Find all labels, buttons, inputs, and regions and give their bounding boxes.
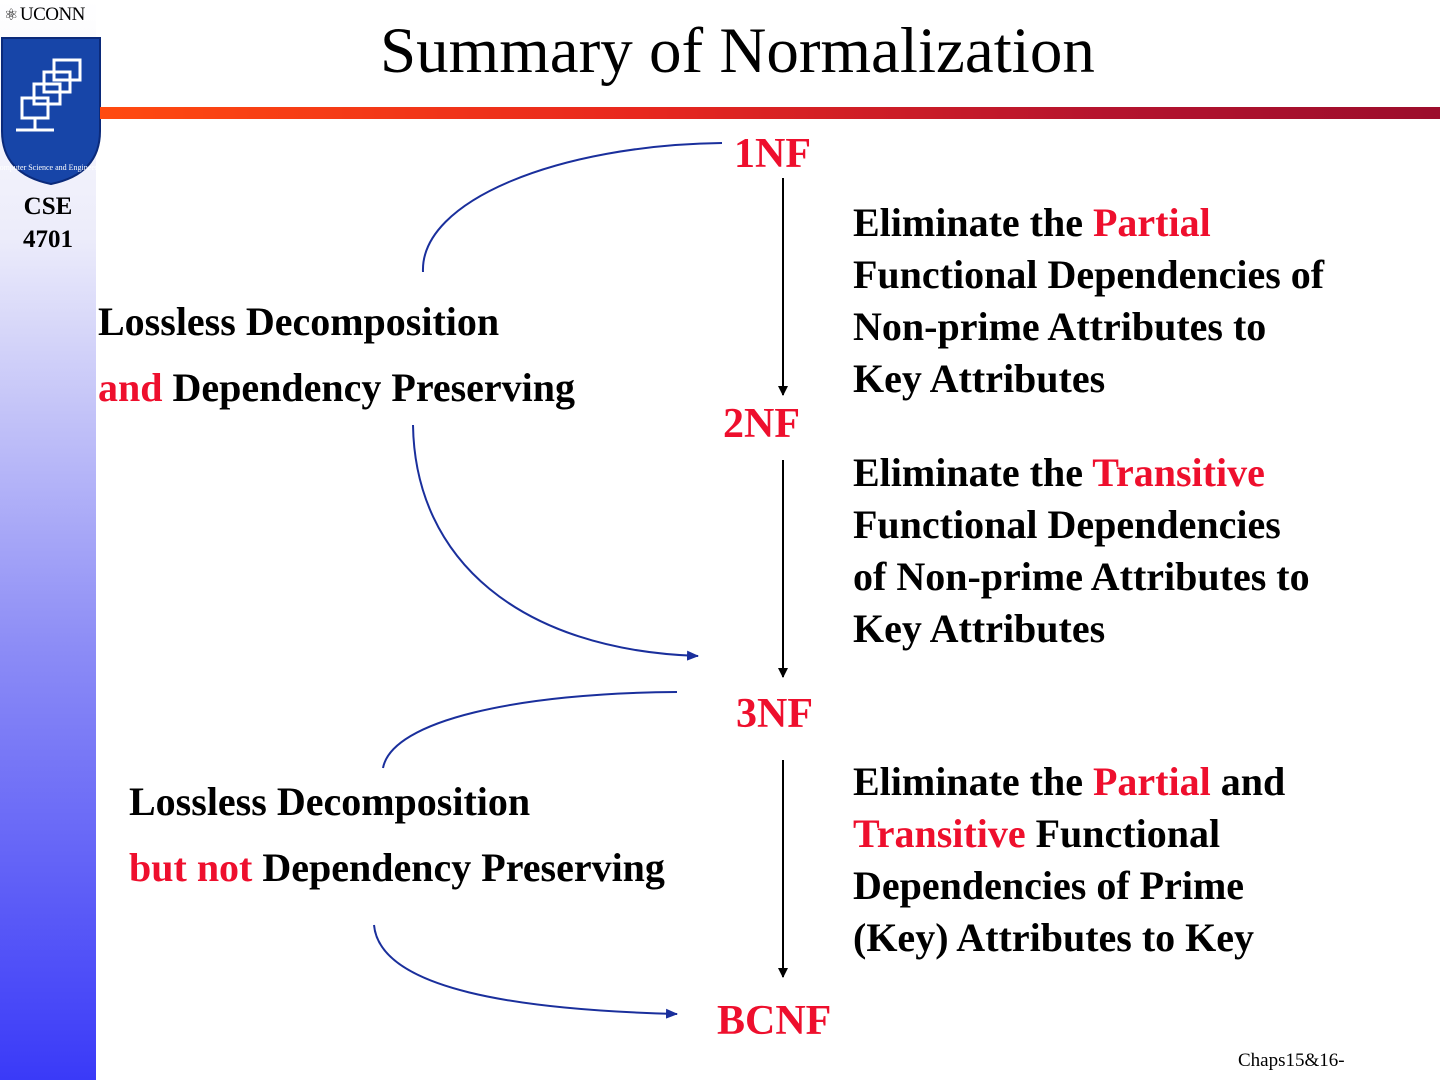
lower-property-line1: Lossless Decomposition bbox=[129, 779, 531, 824]
curve-to-bcnf bbox=[373, 924, 678, 1019]
step-text: Functional Dependencies bbox=[853, 502, 1281, 547]
step-text: Functional Dependencies of bbox=[853, 252, 1325, 297]
step-line: (Key) Attributes to Key bbox=[853, 912, 1285, 964]
curve-1nf-bracket bbox=[421, 142, 723, 273]
step-text: Eliminate the bbox=[853, 200, 1093, 245]
step-line: of Non-prime Attributes to bbox=[853, 551, 1310, 603]
step-line: Eliminate the Partial bbox=[853, 197, 1324, 249]
step-text: Functional bbox=[1025, 811, 1221, 856]
lower-property-qualifier: but not bbox=[129, 845, 253, 890]
course-code: CSE 4701 bbox=[0, 190, 96, 256]
title-divider bbox=[100, 107, 1440, 119]
label-2nf: 2NF bbox=[723, 401, 800, 447]
course-number: 4701 bbox=[23, 226, 73, 253]
highlighted-term: Partial bbox=[1092, 759, 1211, 804]
step-text: (Key) Attributes to Key bbox=[853, 915, 1255, 960]
step-line: Dependencies of Prime bbox=[853, 860, 1285, 912]
step-text: Eliminate the bbox=[853, 759, 1093, 804]
upper-property-line1: Lossless Decomposition bbox=[98, 299, 500, 344]
university-name: UCONN bbox=[19, 4, 86, 25]
step-text: Non-prime Attributes to bbox=[853, 304, 1267, 349]
label-1nf: 1NF bbox=[734, 131, 811, 177]
step-text: Key Attributes bbox=[853, 356, 1106, 401]
upper-property-qualifier: and bbox=[98, 365, 163, 410]
curve-3nf-bracket bbox=[382, 691, 678, 769]
slide-footer: Chaps15&16- bbox=[1238, 1050, 1345, 1071]
cse-logo-icon: Computer Science and Engineering bbox=[0, 37, 102, 186]
step-text: Dependencies of Prime bbox=[853, 863, 1245, 908]
step-line: Functional Dependencies of bbox=[853, 249, 1324, 301]
step-line: Eliminate the Transitive bbox=[853, 447, 1310, 499]
svg-text:Computer Science and Engineeri: Computer Science and Engineering bbox=[0, 163, 102, 172]
course-dept: CSE bbox=[23, 193, 73, 220]
step-line: Eliminate the Partial and bbox=[853, 756, 1285, 808]
highlighted-term: Transitive bbox=[1092, 450, 1265, 495]
step-line: Functional Dependencies bbox=[853, 499, 1310, 551]
step-text: Eliminate the bbox=[853, 450, 1093, 495]
highlighted-term: Transitive bbox=[853, 811, 1026, 856]
label-bcnf: BCNF bbox=[717, 998, 832, 1044]
step-line: Non-prime Attributes to bbox=[853, 301, 1324, 353]
step-text: and bbox=[1210, 759, 1286, 804]
highlighted-term: Partial bbox=[1092, 200, 1211, 245]
page-title: Summary of Normalization bbox=[380, 15, 1095, 87]
step-text: of Non-prime Attributes to bbox=[853, 554, 1310, 599]
upper-property-line2: and Dependency Preserving bbox=[98, 364, 575, 411]
step-line: Transitive Functional bbox=[853, 808, 1285, 860]
lower-property-line2: but not Dependency Preserving bbox=[129, 844, 665, 891]
step-line: Key Attributes bbox=[853, 353, 1324, 405]
uconn-wordmark: ⚛UCONN bbox=[4, 4, 85, 26]
curve-to-3nf bbox=[412, 424, 699, 661]
step-text: Key Attributes bbox=[853, 606, 1106, 651]
lower-property-rest: Dependency Preserving bbox=[252, 845, 665, 890]
label-3nf: 3NF bbox=[736, 691, 813, 737]
step-line: Key Attributes bbox=[853, 603, 1310, 655]
upper-property-rest: Dependency Preserving bbox=[162, 365, 576, 410]
uconn-seal-icon: ⚛ bbox=[4, 7, 18, 24]
